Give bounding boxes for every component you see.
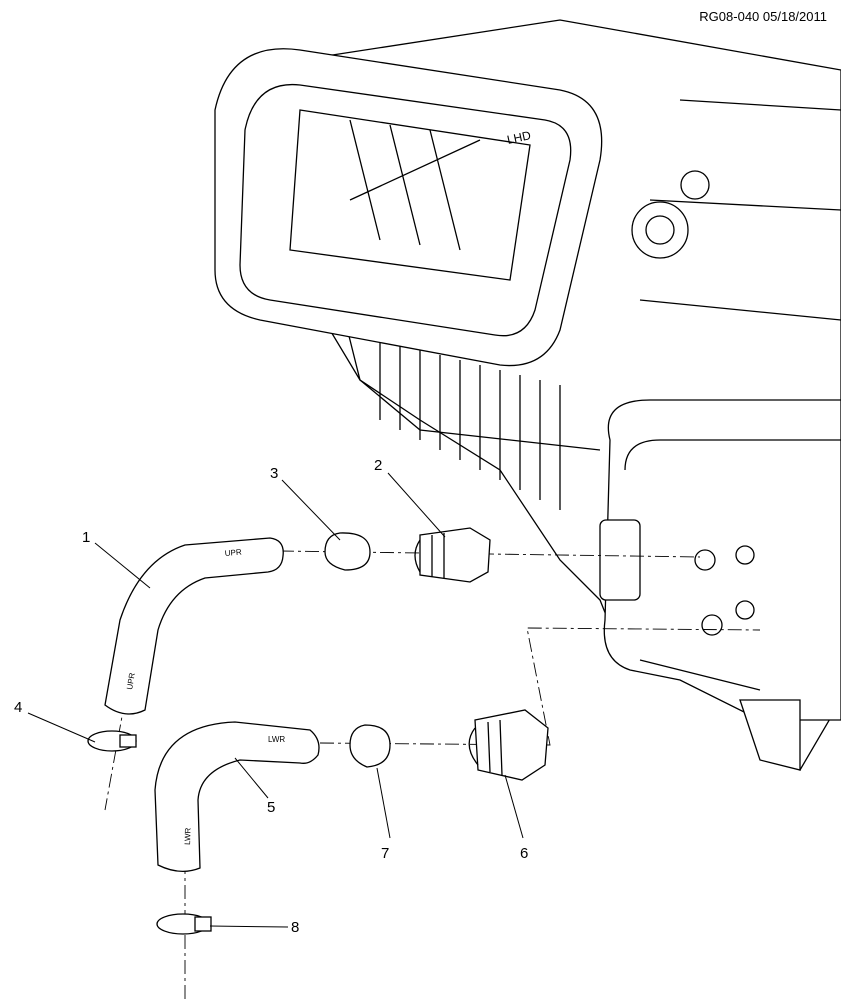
upper-quick-connector <box>414 527 491 583</box>
callout-2: 2 <box>374 457 382 474</box>
callout-1: 1 <box>82 529 90 546</box>
gear-wheel <box>631 201 689 259</box>
lower-heater-hose: LWR LWR <box>154 721 320 872</box>
lhd-label: LHD <box>506 128 533 147</box>
upper-hose-marking: UPR <box>224 548 242 558</box>
leader-lines <box>27 472 524 928</box>
front-air-duct: LHD <box>214 48 603 367</box>
upper-hose-end-marking: UPR <box>125 672 137 690</box>
callout-3: 3 <box>270 465 278 482</box>
pipe-bracket <box>599 519 641 601</box>
pipe-upper-stub <box>694 549 716 571</box>
pipe-lower-stub <box>701 614 723 636</box>
diagram-reference: RG08-040 05/18/2011 <box>699 9 827 24</box>
lower-hose-marking: LWR <box>268 735 285 744</box>
upper-hose-clamp <box>87 730 137 752</box>
lower-retainer-clip <box>349 724 391 768</box>
callout-6: 6 <box>520 845 528 862</box>
lower-quick-connector <box>468 709 549 781</box>
heater-core-housing <box>603 399 841 721</box>
callout-4: 4 <box>14 699 22 716</box>
callout-5: 5 <box>267 799 275 816</box>
lower-hose-clamp <box>156 913 212 935</box>
callout-8: 8 <box>291 919 299 936</box>
lower-hose-end-marking: LWR <box>183 827 193 845</box>
housing-ribs <box>379 340 561 510</box>
callout-7: 7 <box>381 845 389 862</box>
upper-retainer-clip <box>324 532 371 571</box>
upper-heater-hose: UPR UPR <box>104 537 284 715</box>
